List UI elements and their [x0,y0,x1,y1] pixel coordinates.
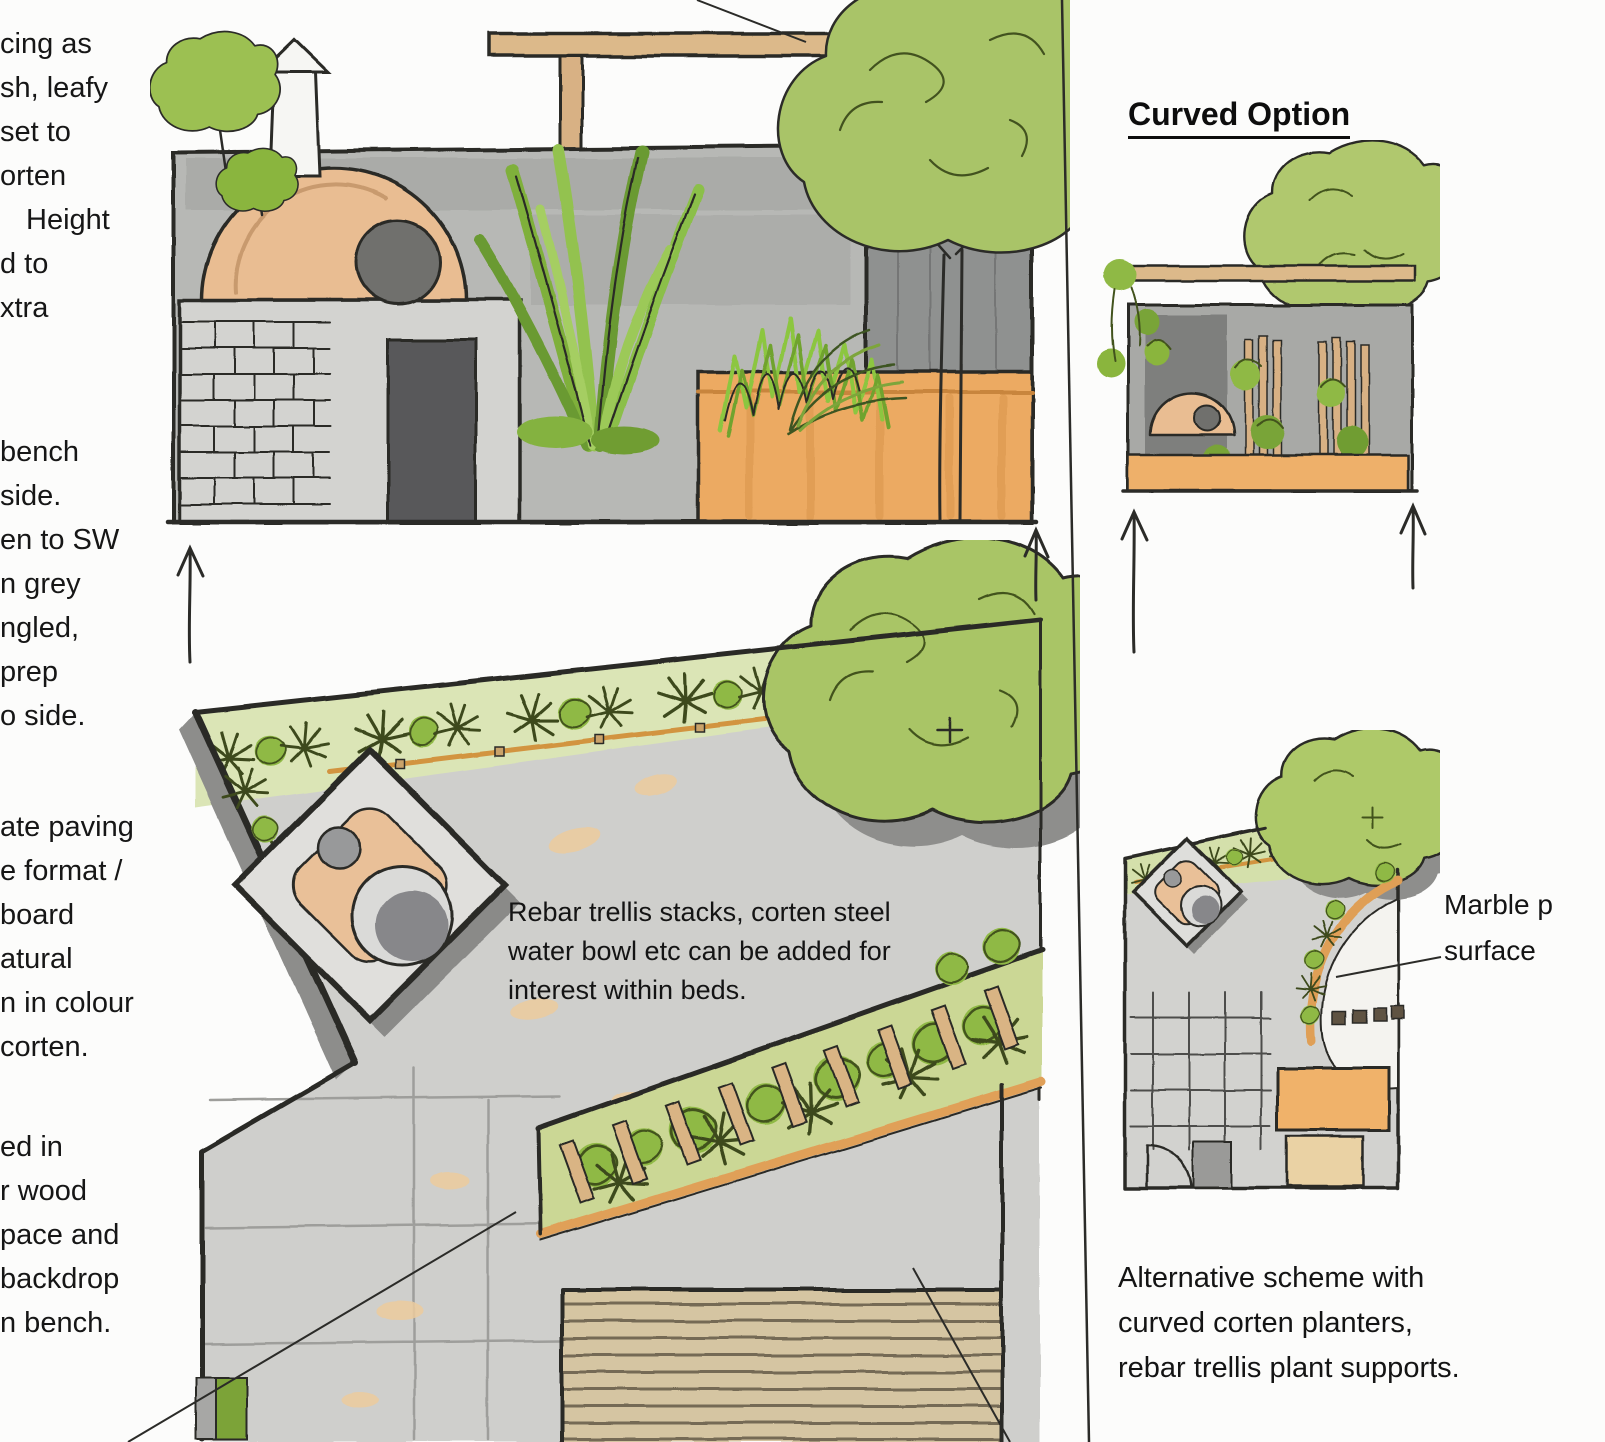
tree-trunk [938,248,964,522]
planting-scribbles [1144,338,1368,475]
tree-canopy [1254,730,1440,887]
right-tree [776,0,1070,522]
text-fragment: ngled, [0,612,80,644]
tree-canopy [761,540,1080,825]
text-fragment: side. [0,480,62,512]
deck-area [562,1290,1002,1442]
oven-mouth [354,218,442,306]
text-fragment: pace and [0,1219,120,1251]
rebar-trellis-posts [558,985,1020,1205]
water-bowl-shadow [376,890,448,962]
green-bench [215,1377,247,1441]
text-fragment: cing as [0,28,92,60]
deck-board-lines [562,1302,1002,1441]
text-fragment: ate paving [0,811,134,843]
text-fragment: n grey [0,568,81,600]
plan-outline [1123,826,1400,1190]
bed-end-line [536,1126,542,1237]
left-tree-foliage [150,30,299,217]
bench-seat [1285,1134,1365,1188]
alternative-scheme-note: Alternative scheme with curved corten pl… [1118,1262,1460,1384]
rebar-trellis-stacks [1332,1005,1405,1026]
pergola-beam [486,32,884,58]
left-text-paragraph-1: cing as sh, leafy set to orten Height d … [0,22,110,330]
curved-option-elevation-sketch [1097,140,1440,493]
section-arrow-icon [1399,502,1427,590]
section-arrow-icon [1120,508,1149,654]
oven-door [386,338,478,524]
text-fragment: n in colour [0,987,134,1019]
small-bowl [315,825,361,871]
rebar-trellis-note: Rebar trellis stacks, corten steel water… [508,897,891,1005]
marble-surface-label: Marble p surface [1444,889,1553,966]
brick-joints [213,321,315,505]
main-elevation-sketch [150,0,1070,525]
storage-block [1192,1141,1232,1189]
text-fragment: d to [0,248,49,280]
text-fragment: backdrop [0,1263,120,1295]
text-fragment: ed in [0,1131,63,1163]
text-fragment: orten [0,160,67,192]
tree-canopy [1242,140,1440,313]
text-fragment: board [0,899,75,931]
text-fragment: o side. [0,700,86,732]
text-fragment: e format / [0,855,123,887]
text-fragment: bench [0,436,80,468]
rear-boundary-line [192,617,1043,715]
canopy-scribbles [828,592,1036,747]
climber-vine [1097,259,1160,378]
canopy-cross-mark [936,716,964,744]
door-swing [1145,1144,1193,1190]
elevation-planting [474,144,907,454]
text-fragment: r wood [0,1175,88,1207]
left-text-paragraph-4: ed in r wood pace and backdrop n bench. [0,1125,119,1345]
bench-leg [195,1377,217,1441]
oven-mouth [1193,404,1221,432]
paving-grid [1130,991,1271,1151]
corten-streaks [746,394,1006,520]
fence-board-lines [897,69,997,519]
pergola-beam [1121,264,1417,283]
canopy-scribbles [1314,769,1402,850]
left-text-paragraph-2: bench side. en to SW n grey ngled, prep … [0,430,119,738]
text-fragment: n bench. [0,1307,112,1339]
curved-option-plan-sketch [1123,730,1440,1190]
text-fragment: corten. [0,1031,89,1063]
text-fragment: prep [0,656,59,688]
text-fragment: set to [0,116,71,148]
text-fragment: sh, leafy [0,72,108,104]
text-fragment: Height [26,204,110,236]
bed-bottom-line [539,1087,1043,1242]
corten-planter [1126,453,1410,493]
water-bowl-shadow [1191,896,1219,924]
text-fragment: xtra [0,292,49,324]
small-bowl [1163,868,1183,888]
curved-option-title: Curved Option [1128,96,1351,139]
text-fragment: atural [0,943,73,975]
left-text-paragraph-3: ate paving e format / board atural n in … [0,805,134,1069]
corten-bed-edge [535,1077,1047,1240]
text-fragment: en to SW [0,524,120,556]
table [1275,1066,1391,1132]
brick-courses [181,321,331,505]
main-plan-sketch [178,540,1080,1442]
